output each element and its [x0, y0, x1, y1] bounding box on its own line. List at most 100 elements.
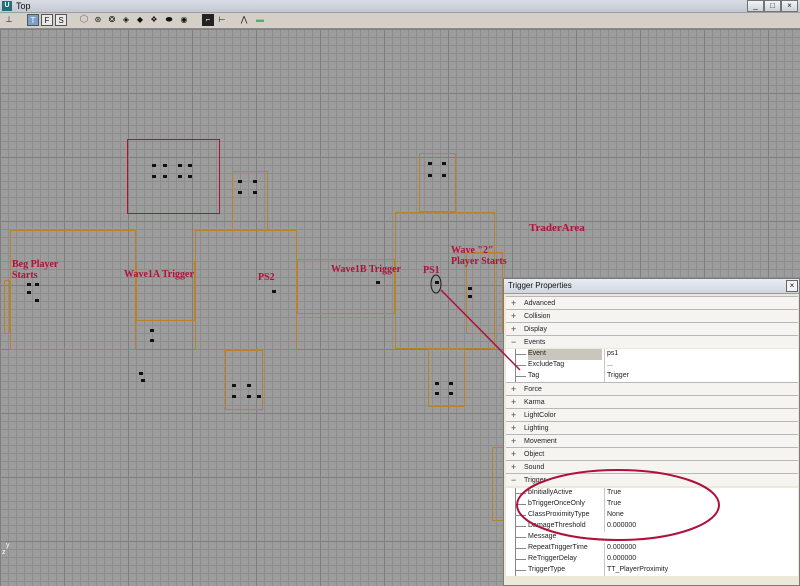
expand-icon[interactable]: + [511, 384, 517, 394]
player-start-marker[interactable] [232, 384, 236, 387]
player-start-marker[interactable] [163, 164, 167, 167]
ps1-trigger-marker[interactable] [435, 281, 439, 284]
player-start-marker[interactable] [428, 162, 432, 165]
category-lighting[interactable]: +Lighting [506, 421, 798, 434]
expand-icon[interactable]: + [511, 436, 517, 446]
player-start-marker[interactable] [150, 329, 154, 332]
texture-icon[interactable]: ◆ [136, 15, 144, 24]
player-start-marker[interactable] [468, 295, 472, 298]
property-value[interactable]: 0.000000 [604, 543, 799, 554]
close-button[interactable]: × [781, 0, 798, 12]
player-start-marker[interactable] [188, 175, 192, 178]
property-value[interactable]: True [604, 488, 799, 499]
property-value[interactable]: Trigger [604, 371, 799, 382]
view-front-button[interactable]: F [41, 14, 53, 26]
player-start-marker[interactable] [141, 379, 145, 382]
player-start-marker[interactable] [435, 382, 439, 385]
property-value[interactable]: None [604, 510, 799, 521]
player-start-marker[interactable] [238, 180, 242, 183]
player-start-marker[interactable] [272, 290, 276, 293]
category-object[interactable]: +Object [506, 447, 798, 460]
dynamic-light-icon[interactable]: ❖ [150, 15, 158, 24]
camera-icon[interactable]: ⌐ [202, 14, 214, 26]
player-start-marker[interactable] [35, 299, 39, 302]
actor-icon[interactable]: ⊥ [5, 15, 13, 24]
category-karma[interactable]: +Karma [506, 395, 798, 408]
collapse-icon[interactable]: − [511, 337, 517, 347]
category-sound[interactable]: +Sound [506, 460, 798, 473]
render-mode-icon[interactable]: ⬡ [79, 14, 89, 25]
player-start-marker[interactable] [232, 395, 236, 398]
player-start-marker[interactable] [428, 174, 432, 177]
player-start-marker[interactable] [257, 395, 261, 398]
player-start-marker[interactable] [152, 175, 156, 178]
view-side-button[interactable]: S [55, 14, 67, 26]
category-movement[interactable]: +Movement [506, 434, 798, 447]
player-start-marker[interactable] [27, 283, 31, 286]
category-collision[interactable]: +Collision [506, 309, 798, 322]
property-value[interactable]: TT_PlayerProximity [604, 565, 799, 576]
depth-icon[interactable]: ◉ [180, 15, 188, 24]
property-value[interactable]: True [604, 499, 799, 510]
expand-icon[interactable]: + [511, 449, 517, 459]
player-start-marker[interactable] [178, 164, 182, 167]
mountain-icon[interactable]: ⋀ [240, 15, 248, 24]
player-start-marker[interactable] [188, 164, 192, 167]
properties-close-button[interactable]: × [786, 280, 798, 292]
minimize-button[interactable]: _ [747, 0, 764, 12]
player-start-marker[interactable] [150, 339, 154, 342]
realtime-icon[interactable]: ⊢ [218, 15, 226, 24]
property-value[interactable]: 0.000000 [604, 554, 799, 565]
category-trigger[interactable]: −Trigger [506, 473, 798, 486]
player-start-marker[interactable] [253, 191, 257, 194]
player-start-marker[interactable] [163, 175, 167, 178]
player-start-marker[interactable] [247, 384, 251, 387]
property-value[interactable]: 0.000000 [604, 521, 799, 532]
category-advanced[interactable]: +Advanced [506, 296, 798, 309]
view-top-button[interactable]: T [27, 14, 39, 26]
maximize-button[interactable]: □ [764, 0, 781, 12]
category-lightcolor[interactable]: +LightColor [506, 408, 798, 421]
zone-icon[interactable]: ❂ [108, 15, 116, 24]
player-start-marker[interactable] [376, 281, 380, 284]
property-value[interactable]: ... [604, 360, 799, 371]
player-start-marker[interactable] [442, 162, 446, 165]
player-start-marker[interactable] [35, 283, 39, 286]
expand-icon[interactable]: + [511, 397, 517, 407]
player-start-marker[interactable] [253, 180, 257, 183]
player-start-marker[interactable] [442, 174, 446, 177]
collapse-icon[interactable]: − [511, 475, 517, 485]
property-row-excludetag[interactable]: ExcludeTag... [506, 360, 798, 371]
player-start-marker[interactable] [468, 287, 472, 290]
unlit-icon[interactable]: ⬬ [165, 15, 173, 24]
lighting-icon[interactable]: ◈ [122, 15, 130, 24]
player-start-marker[interactable] [27, 291, 31, 294]
player-start-marker[interactable] [247, 395, 251, 398]
player-start-marker[interactable] [139, 372, 143, 375]
player-start-marker[interactable] [435, 392, 439, 395]
expand-icon[interactable]: + [511, 410, 517, 420]
player-start-marker[interactable] [449, 392, 453, 395]
wireframe-icon[interactable]: ⊛ [94, 15, 102, 24]
category-force[interactable]: +Force [506, 382, 798, 395]
bar-icon[interactable]: ▬ [256, 15, 264, 24]
player-start-marker[interactable] [152, 164, 156, 167]
player-start-marker[interactable] [178, 175, 182, 178]
player-start-marker[interactable] [449, 382, 453, 385]
player-start-marker[interactable] [238, 191, 242, 194]
property-row-message[interactable]: Message [506, 532, 798, 543]
category-display[interactable]: +Display [506, 322, 798, 335]
property-value[interactable]: ps1 [604, 349, 799, 360]
category-events[interactable]: −Events [506, 335, 798, 348]
expand-icon[interactable]: + [511, 423, 517, 433]
expand-icon[interactable]: + [511, 462, 517, 472]
